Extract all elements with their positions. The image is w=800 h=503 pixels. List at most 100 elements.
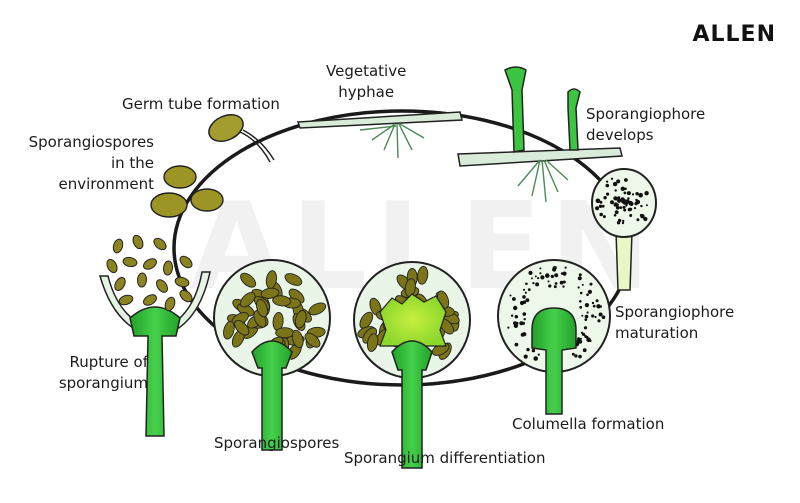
spore-dot xyxy=(625,204,628,207)
spore-dot xyxy=(624,178,628,182)
spore-dot xyxy=(586,311,589,314)
spore-dot xyxy=(623,191,627,195)
spore xyxy=(239,292,256,308)
spore-dot xyxy=(596,304,601,309)
spore-dot xyxy=(584,303,590,308)
spore xyxy=(275,327,295,339)
environment-spores xyxy=(150,165,224,218)
spore xyxy=(234,319,250,336)
spore-dot xyxy=(533,356,538,361)
spore-dot xyxy=(579,305,583,309)
spore-dot xyxy=(634,201,638,206)
spore-dot xyxy=(513,321,517,325)
spore-dot xyxy=(539,267,542,270)
spore-dot xyxy=(601,204,605,208)
spore-dot xyxy=(595,206,600,211)
released-spore xyxy=(164,296,176,312)
spore xyxy=(256,298,268,318)
spore-dot xyxy=(535,282,540,287)
spore-dot xyxy=(554,282,558,285)
spore-dot xyxy=(629,214,633,217)
released-spore xyxy=(156,279,168,293)
spore xyxy=(240,272,257,288)
spore-dot xyxy=(547,280,550,283)
spore-dot xyxy=(522,312,527,316)
spore-dot xyxy=(606,180,609,183)
spore-dot xyxy=(597,319,601,323)
spore-dot xyxy=(614,189,617,192)
spore-dot xyxy=(599,200,603,204)
released-spore xyxy=(179,289,193,303)
spore-dot xyxy=(520,332,525,337)
spore-dot xyxy=(606,192,610,196)
spore-dot xyxy=(621,221,625,225)
spore-dot xyxy=(594,315,597,319)
spore-dot xyxy=(523,354,528,359)
spore-dot xyxy=(595,299,599,303)
spore-dot xyxy=(592,304,596,308)
spore-dot xyxy=(622,205,626,209)
vegetative-hyphae-illustration xyxy=(296,111,463,159)
spore-dot xyxy=(524,291,528,294)
spore-dot xyxy=(559,280,564,285)
spore-dot xyxy=(514,315,518,319)
spore-dot xyxy=(605,183,610,188)
spore-dot xyxy=(527,288,531,291)
spore-dot xyxy=(519,300,525,306)
spore-dot xyxy=(537,277,540,280)
spore-dot xyxy=(522,295,526,299)
spore-dot xyxy=(510,314,514,317)
spore-dot xyxy=(635,192,639,196)
spore-dot xyxy=(629,201,634,206)
spore xyxy=(417,265,429,285)
released-spore xyxy=(179,255,193,269)
spore xyxy=(272,295,292,307)
spore-dot xyxy=(617,196,621,200)
spore-dot xyxy=(586,293,589,297)
spore-dot xyxy=(585,336,588,339)
spore-dot xyxy=(513,305,518,311)
spore-dot xyxy=(598,204,603,208)
label-sporangium-differentiation: Sporangium differentiation xyxy=(344,449,546,467)
spore-dot xyxy=(576,339,580,344)
spore-dot xyxy=(612,181,618,187)
spore-dot xyxy=(598,312,603,317)
spore-dot xyxy=(540,275,545,280)
released-spore xyxy=(118,294,134,306)
spore-dot xyxy=(627,207,632,212)
spore-dot xyxy=(626,191,631,196)
spore-dot xyxy=(587,289,593,294)
released-spore xyxy=(132,234,144,250)
spore xyxy=(294,310,307,329)
spore-dot xyxy=(589,282,593,286)
spore-dot xyxy=(636,218,640,222)
differentiation-illustration xyxy=(353,261,471,469)
germ-tube-illustration xyxy=(208,113,275,163)
spore-dot xyxy=(601,315,606,320)
spore-dot xyxy=(562,280,566,284)
spore-dot xyxy=(602,215,606,219)
spore-dot xyxy=(640,204,643,208)
released-spore xyxy=(106,258,118,274)
spore-dot xyxy=(545,273,550,278)
spore-dot xyxy=(599,212,603,217)
spore-dot xyxy=(562,271,567,276)
spore xyxy=(284,273,303,286)
spore-dot xyxy=(617,198,622,203)
sporangiospores-illustration xyxy=(213,259,331,451)
spore-dot xyxy=(589,339,592,343)
spore-dot xyxy=(614,210,619,215)
spore xyxy=(366,333,379,352)
spore xyxy=(359,311,374,329)
spore xyxy=(304,332,321,348)
spore-dot xyxy=(526,347,530,352)
spore-dot xyxy=(603,196,607,200)
spore-dot xyxy=(574,354,578,358)
spore-dot xyxy=(579,300,582,303)
spore-dot xyxy=(539,272,542,275)
spore-dot xyxy=(613,213,617,217)
released-spore xyxy=(122,256,138,268)
spore-dot xyxy=(554,273,559,278)
label-sporangiophore-develops: Sporangiophore develops xyxy=(586,105,706,144)
spore-dot xyxy=(617,218,622,223)
